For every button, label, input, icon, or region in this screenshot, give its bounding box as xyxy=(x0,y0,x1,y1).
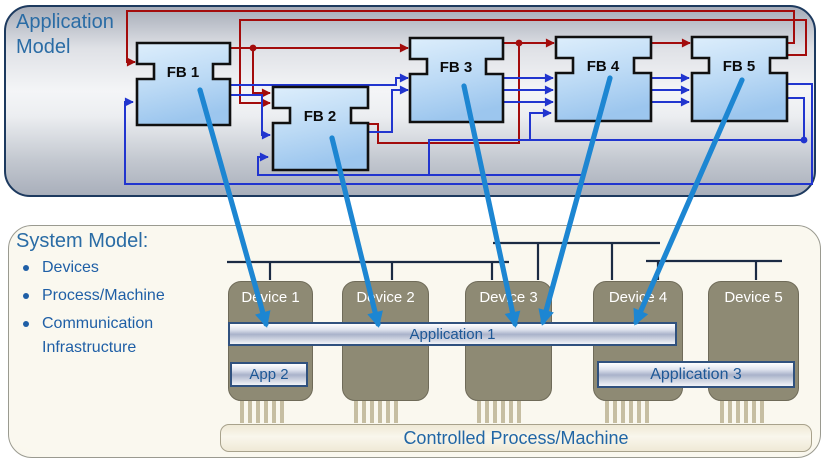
application-3-label: Application 3 xyxy=(650,365,742,383)
device-5-label: Device 5 xyxy=(724,289,783,306)
device-2-label: Device 2 xyxy=(356,289,415,306)
application-1-label: Application 1 xyxy=(409,325,496,343)
system-model-title: System Model: xyxy=(16,230,149,252)
application-3-bar: Application 3 xyxy=(597,361,795,388)
bullet-process-machine: Process/Machine xyxy=(14,284,192,308)
device-4-label: Device 4 xyxy=(608,289,668,306)
bullet-devices: Devices xyxy=(14,256,192,280)
device-3-label: Device 3 xyxy=(479,289,538,306)
application-1-bar: Application 1 xyxy=(228,322,677,346)
device-1-label: Device 1 xyxy=(241,289,300,306)
application-model-title: Application Model xyxy=(16,11,114,58)
controlled-process-label: Controlled Process/Machine xyxy=(403,427,629,448)
app-2-label: App 2 xyxy=(249,366,289,383)
controlled-process-bar: Controlled Process/Machine xyxy=(220,424,812,452)
app-2-bar: App 2 xyxy=(230,362,308,387)
system-model-bullet-list: Devices Process/Machine Communication In… xyxy=(14,256,192,364)
bullet-communication-infrastructure: Communication Infrastructure xyxy=(14,312,192,360)
